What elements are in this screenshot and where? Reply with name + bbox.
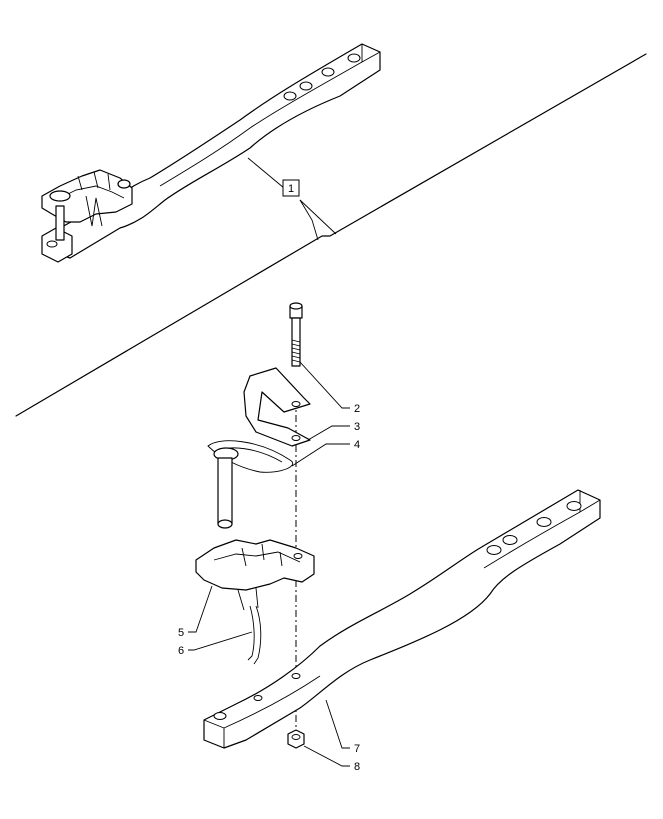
callout-7-label: 7	[354, 743, 360, 755]
callout-8-label: 8	[354, 761, 360, 773]
callout-2-label: 2	[354, 403, 360, 415]
assembled-drawbar-overview	[41, 43, 381, 263]
callout-1-label: 1	[288, 183, 294, 195]
spring-clip-part-6	[247, 605, 262, 665]
callout-1: 1	[282, 179, 300, 197]
callout-leader-lines	[188, 361, 350, 767]
callout-5-label: 5	[178, 627, 184, 639]
callout-4-label: 4	[354, 439, 360, 451]
bolt-part-2	[289, 302, 303, 367]
section-divider-line	[15, 53, 647, 417]
hitch-jaw-part-5	[195, 539, 315, 611]
assembly-leader-lines	[247, 157, 337, 241]
nut-part-8	[287, 729, 305, 749]
drawbar-part-7	[203, 489, 601, 749]
callout-3-label: 3	[354, 421, 360, 433]
callout-6-label: 6	[178, 645, 184, 657]
pin-part-4	[207, 440, 293, 529]
bracket-part-3	[243, 367, 311, 447]
